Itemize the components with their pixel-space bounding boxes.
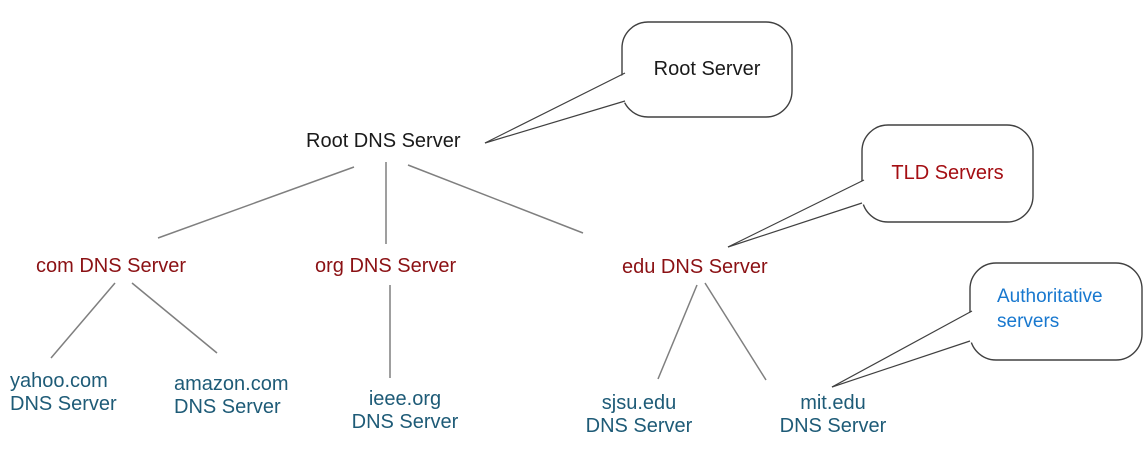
edge-com-yahoo [50,282,116,359]
callout-authoritative-servers-label: Authoritative servers [997,286,1103,332]
node-yahoo-dns-server: yahoo.com DNS Server [10,370,117,416]
callout-tld-servers-label: TLD Servers [891,162,1004,184]
leaf-suffix: DNS Server [585,415,693,437]
leaf-domain: sjsu.edu [601,392,677,414]
callout-root-server-tail-top [484,72,626,144]
leaf-suffix: DNS Server [10,393,117,415]
node-root-dns-server: Root DNS Server [306,130,461,152]
callout-authoritative-tail-bottom [831,340,971,388]
callout-root-server-label: Root Server [653,58,761,80]
node-org-dns-server: org DNS Server [315,255,457,277]
edge-root-edu [407,164,584,234]
node-com-dns-server: com DNS Server [36,255,187,277]
callout-root-server-bubble [621,21,793,118]
callout-tails [484,72,975,388]
callout-tld-tail-top [727,179,865,248]
callout-authoritative-tail-top [831,310,973,388]
node-ieee-dns-server: ieee.org DNS Server [345,388,465,434]
edge-com-amazon [131,282,218,354]
callout-bubbles [621,21,1143,361]
leaf-domain: amazon.com [174,373,289,395]
callout-tld-servers-bubble [861,124,1034,223]
leaf-domain: mit.edu [800,392,866,414]
leaf-domain: ieee.org [368,388,442,410]
leaf-suffix: DNS Server [351,411,459,433]
leaf-domain: yahoo.com [10,370,108,392]
edge-root-com [157,166,355,239]
edge-edu-mit [704,282,767,381]
node-mit-dns-server: mit.edu DNS Server [772,392,894,438]
callout-tld-tail-bottom [727,202,863,248]
tree-edges [50,162,767,381]
leaf-suffix: DNS Server [779,415,887,437]
node-amazon-dns-server: amazon.com DNS Server [174,373,289,419]
callout-root-server-tail-bottom [484,100,626,144]
node-sjsu-dns-server: sjsu.edu DNS Server [578,392,700,438]
node-edu-dns-server: edu DNS Server [622,256,768,278]
leaf-suffix: DNS Server [174,396,281,418]
edge-edu-sjsu [657,284,698,380]
